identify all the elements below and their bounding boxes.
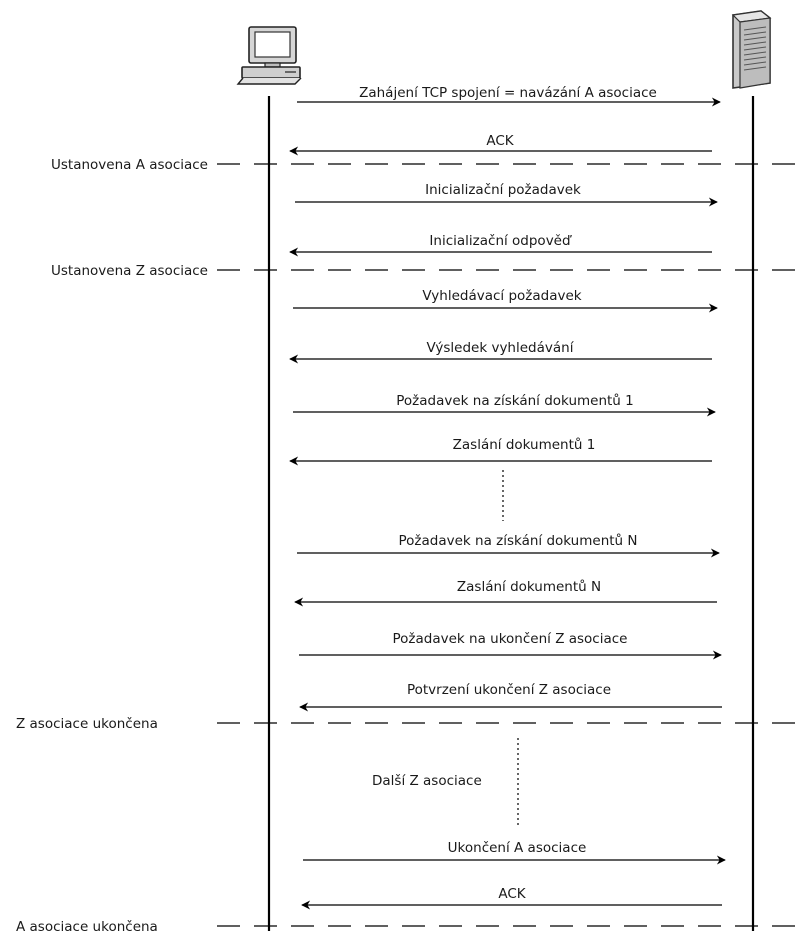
message: Požadavek na ukončení Z asociace — [299, 631, 722, 660]
message-label: Potvrzení ukončení Z asociace — [407, 682, 611, 698]
message-label: Zahájení TCP spojení = navázání A asocia… — [359, 85, 657, 101]
message-label: Zaslání dokumentů 1 — [453, 437, 596, 453]
message-label: ACK — [498, 886, 526, 902]
phase-separator: Ustanovena Z asociace — [51, 263, 800, 279]
message-label: Zaslání dokumentů N — [457, 579, 601, 595]
message: ACK — [301, 886, 722, 910]
message-label: Inicializační odpověď — [429, 233, 572, 249]
message: Inicializační odpověď — [289, 233, 712, 257]
message: Požadavek na získání dokumentů 1 — [293, 393, 716, 417]
message: Zahájení TCP spojení = navázání A asocia… — [297, 85, 721, 107]
message-label: Inicializační požadavek — [425, 182, 581, 198]
message: ACK — [289, 133, 712, 156]
message-label: Požadavek na získání dokumentů 1 — [396, 393, 634, 409]
server-tower-icon — [731, 10, 772, 89]
message: Zaslání dokumentů 1 — [289, 437, 712, 466]
message: Zaslání dokumentů N — [294, 579, 717, 607]
message: Vyhledávací požadavek — [293, 288, 718, 313]
message-label: Ukončení A asociace — [448, 840, 587, 856]
message: Ukončení A asociace — [303, 840, 726, 865]
message-label: Výsledek vyhledávání — [427, 340, 575, 356]
message: Potvrzení ukončení Z asociace — [299, 682, 722, 712]
phase-label: Ustanovena A asociace — [51, 157, 208, 173]
message-label: Vyhledávací požadavek — [422, 288, 581, 304]
phase-separator: Ustanovena A asociace — [51, 157, 800, 173]
message-label: Požadavek na ukončení Z asociace — [393, 631, 628, 647]
phase-separator: Z asociace ukončena — [16, 716, 800, 732]
message-label: Požadavek na získání dokumentů N — [398, 533, 637, 549]
phase-label: Ustanovena Z asociace — [51, 263, 208, 279]
phase-label: Z asociace ukončena — [16, 716, 158, 732]
message: Inicializační požadavek — [295, 182, 718, 207]
message: Požadavek na získání dokumentů N — [297, 533, 720, 558]
message-label: ACK — [486, 133, 514, 149]
computer-icon — [236, 26, 302, 85]
phase-label: A asociace ukončena — [16, 919, 158, 931]
message: Výsledek vyhledávání — [289, 340, 712, 364]
more-z-associations-note: Další Z asociace — [372, 773, 482, 789]
phase-separator: A asociace ukončena — [16, 919, 800, 931]
